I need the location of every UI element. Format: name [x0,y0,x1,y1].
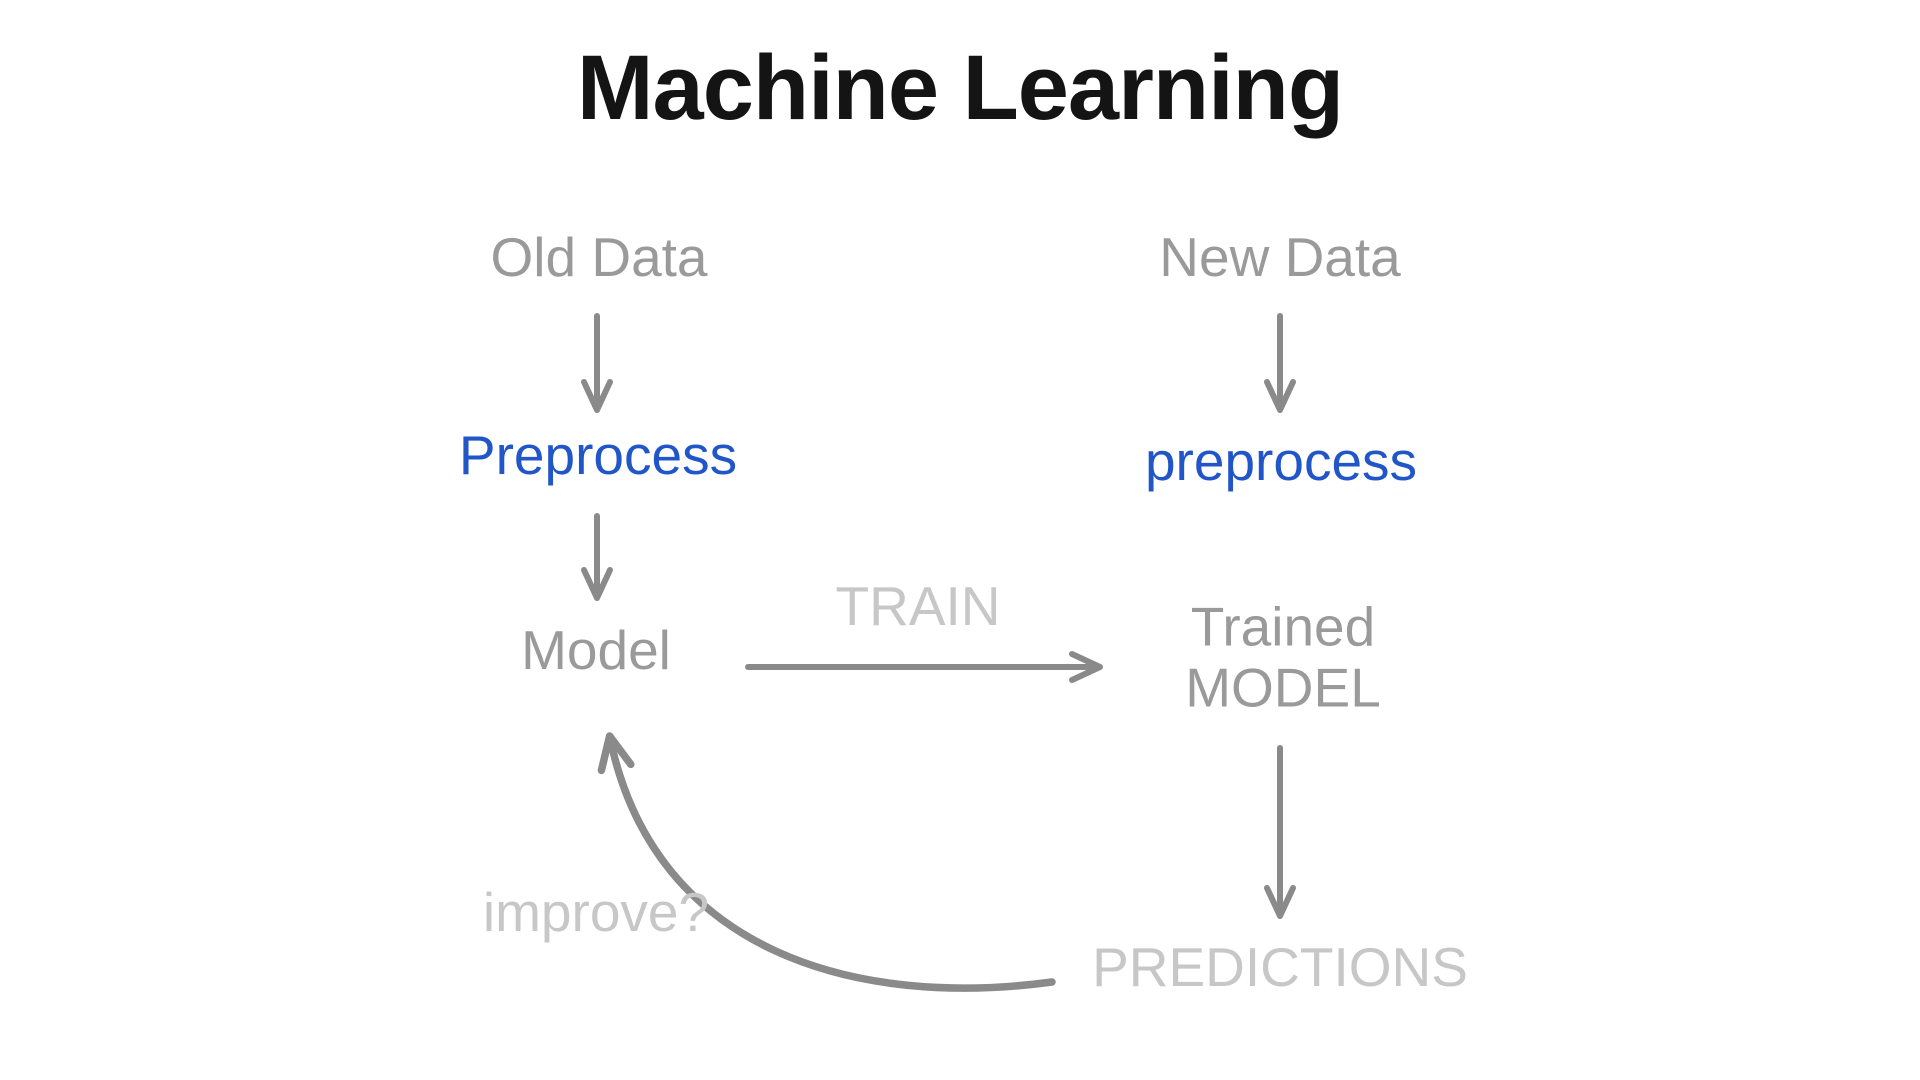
node-predictions: PREDICTIONS [1092,935,1468,998]
node-old-data: Old Data [490,225,708,288]
node-model: Model [521,618,671,681]
page-title: Machine Learning [576,37,1344,139]
edge-label-train: TRAIN [835,574,1001,637]
node-preprocess-right: preprocess [1144,429,1418,492]
node-preprocess-left: Preprocess [458,423,738,486]
arrow-predictions-feedback-to-model [597,732,1056,992]
node-new-data: New Data [1159,225,1401,288]
node-trained-model-line1: Trained [1190,595,1376,658]
node-trained-model-line2: MODEL [1185,656,1381,718]
edge-label-improve: improve? [482,880,710,943]
node-trained-model: Trained MODEL [1185,595,1381,718]
